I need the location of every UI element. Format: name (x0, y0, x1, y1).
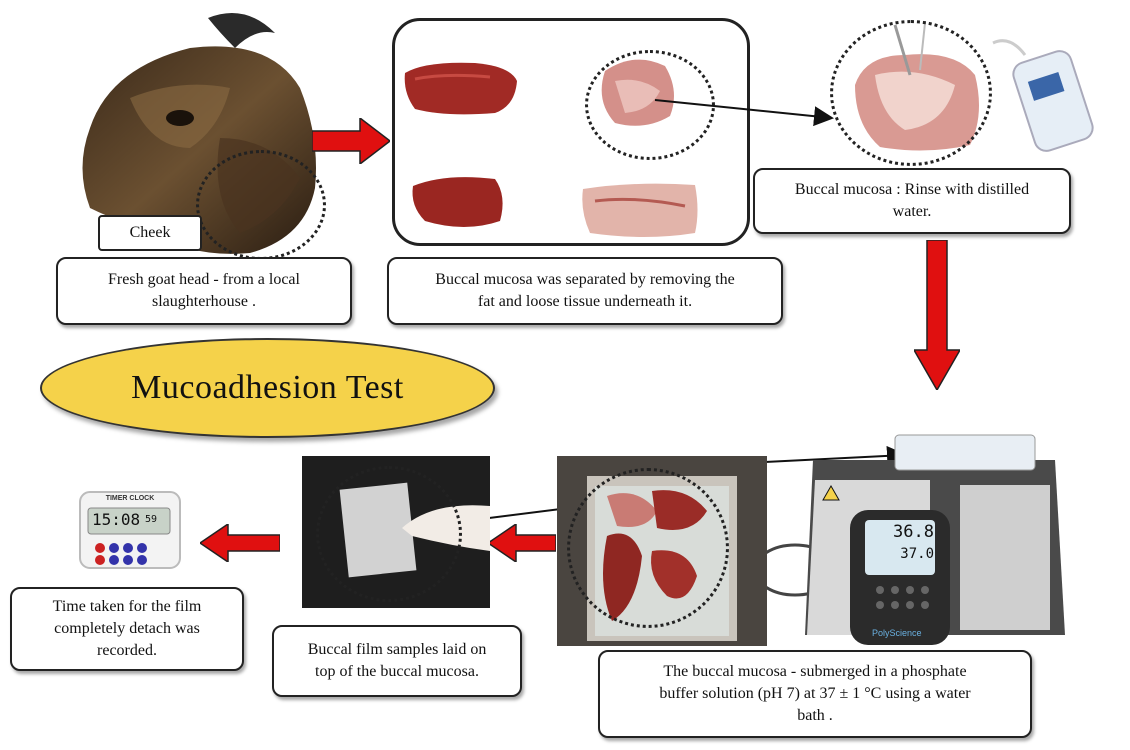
separated-caption-line-1: Buccal mucosa was separated by removing … (435, 271, 735, 288)
container-highlight-circle (567, 468, 729, 628)
film-samples-caption-line-2: top of the buccal mucosa. (315, 663, 479, 680)
goat-head-caption: Fresh goat head - from a local slaughter… (56, 257, 352, 325)
film-samples-caption-line-1: Buccal film samples laid on (307, 641, 487, 658)
rinse-caption-line-1: Buccal mucosa : Rinse with distilled (794, 181, 1030, 198)
title-ellipse: Mucoadhesion Test (40, 338, 495, 438)
time-taken-caption-line-1: Time taken for the film (52, 598, 202, 615)
timer-label: TIMER CLOCK (105, 495, 155, 502)
film-samples-caption: Buccal film samples laid on top of the b… (272, 625, 522, 697)
submerged-caption: The buccal mucosa - submerged in a phosp… (598, 650, 1032, 738)
arrow-right-1 (312, 118, 390, 164)
film-highlight-circle (316, 466, 462, 602)
time-taken-caption-line-2: completely detach was (54, 620, 200, 637)
rinse-caption: Buccal mucosa : Rinse with distilled wat… (753, 168, 1071, 234)
arrow-left-1 (488, 524, 556, 562)
bath-display-top: 36.8 (893, 522, 934, 542)
cheek-label: Cheek (98, 215, 202, 251)
submerged-caption-line-3: bath . (797, 707, 833, 724)
separated-caption-line-2: fat and loose tissue underneath it. (477, 293, 693, 310)
cheek-label-text: Cheek (129, 224, 171, 241)
timer-display: 15:08 (92, 510, 141, 529)
time-taken-caption: Time taken for the film completely detac… (10, 587, 244, 671)
bath-display-bottom: 37.0 (900, 546, 934, 562)
bath-brand-label: PolyScience (872, 628, 922, 638)
goat-head-caption-line-1: Fresh goat head - from a local (108, 271, 300, 288)
submerged-caption-line-1: The buccal mucosa - submerged in a phosp… (663, 663, 967, 680)
timer-seconds: 59 (145, 514, 158, 525)
timer-clock-image (79, 491, 181, 569)
arrow-left-2 (200, 524, 280, 562)
water-bath-image (765, 434, 1065, 645)
time-taken-caption-line-3: recorded. (97, 642, 157, 659)
page-title: Mucoadhesion Test (131, 369, 404, 406)
separated-caption: Buccal mucosa was separated by removing … (387, 257, 783, 325)
submerged-caption-line-2: buffer solution (pH 7) at 37 ± 1 °C usin… (659, 685, 971, 702)
rinse-highlight-circle (830, 20, 992, 166)
goat-head-caption-line-2: slaughterhouse . (152, 293, 256, 310)
arrow-down (914, 240, 960, 390)
rinse-caption-line-2: water. (892, 203, 932, 220)
